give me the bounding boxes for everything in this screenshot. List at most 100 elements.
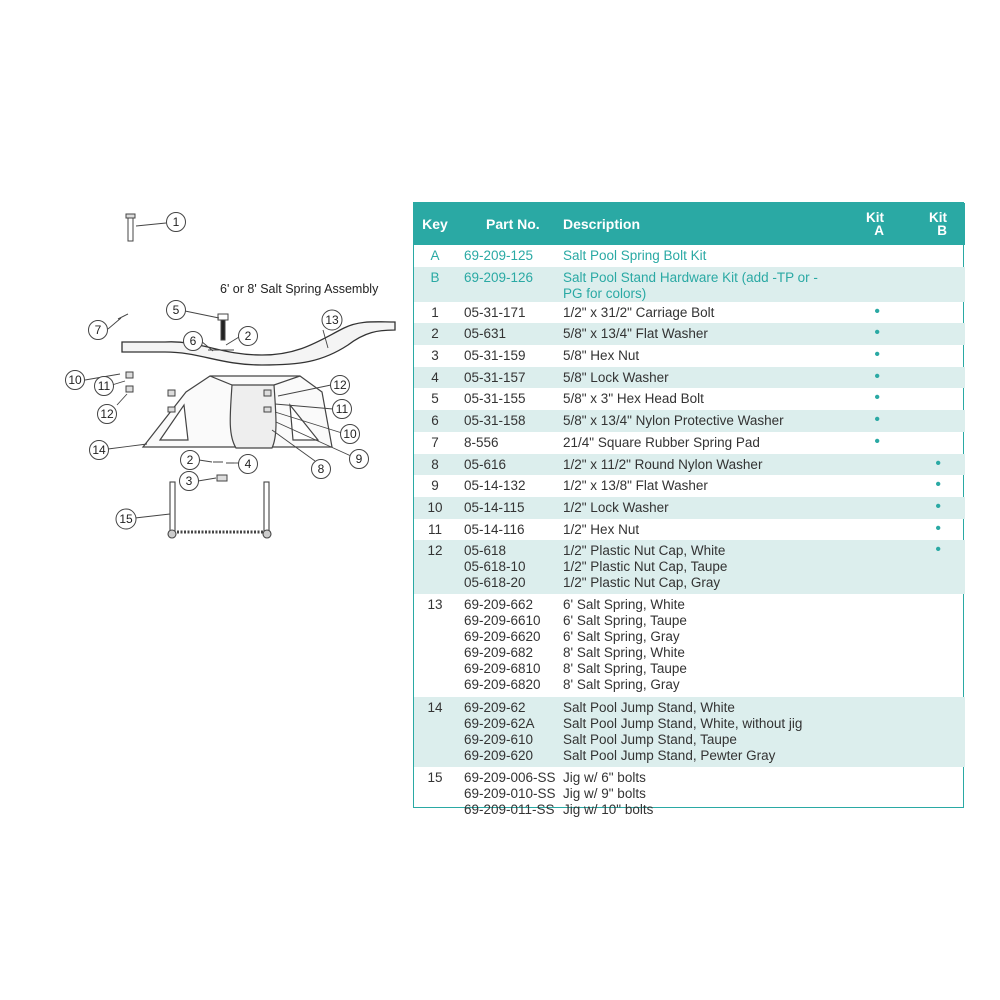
kit-a-indicator (826, 475, 886, 497)
description-line: 5/8" Lock Washer (563, 369, 669, 385)
part-number: 69-209-125 (464, 248, 534, 263)
svg-text:7: 7 (95, 323, 102, 337)
kit-a-indicator (826, 594, 886, 697)
callout-15 (115, 508, 137, 530)
row-key: 3 (431, 348, 439, 364)
svg-text:13: 13 (325, 313, 339, 327)
description-line: 1/2" Hex Nut (563, 521, 640, 537)
part-number: 8-556 (464, 434, 499, 450)
row-key: 12 (414, 540, 456, 595)
callout-10b (340, 424, 360, 444)
row-description: 1/2" x 13/8" Flat Washer (563, 475, 826, 497)
row-part-numbers: 05-631 (456, 323, 563, 346)
svg-text:11: 11 (336, 402, 349, 416)
spring-bolt-stack (117, 313, 234, 351)
description-line: Salt Pool Jump Stand, White (563, 700, 735, 716)
svg-text:5: 5 (173, 303, 180, 317)
kit-a-indicator: • (826, 410, 886, 432)
kit-b-indicator (886, 388, 965, 410)
part-number: 05-14-132 (464, 478, 526, 494)
row-part-numbers: 69-209-126 (456, 266, 563, 302)
kit-b-indicator (886, 323, 965, 346)
callout-6 (183, 331, 203, 351)
row-description: 5/8" x 13/4" Nylon Protective Washer (563, 410, 826, 432)
kit-a-indicator (826, 540, 886, 595)
description-line: Salt Pool Jump Stand, Taupe (563, 732, 737, 748)
description-line: Salt Pool Jump Stand, Pewter Gray (563, 748, 776, 764)
row-part-numbers: 8-556 (456, 432, 563, 454)
svg-text:3: 3 (186, 474, 193, 488)
svg-text:10: 10 (68, 373, 82, 387)
row-part-numbers: 05-31-158 (456, 410, 563, 432)
kit-a-indicator: • (874, 302, 880, 320)
kit-a-indicator: • (826, 323, 886, 346)
part-number: 69-209-662 (464, 597, 534, 613)
row-description: 1/2" x 31/2" Carriage Bolt (563, 302, 826, 324)
svg-text:2: 2 (245, 329, 252, 343)
callout-12a (97, 404, 117, 424)
description-line: 5/8" Hex Nut (563, 348, 640, 364)
carriage-bolt-part (125, 213, 136, 242)
callout-14 (89, 440, 109, 460)
svg-text:6: 6 (190, 334, 197, 348)
salt-spring-board (121, 321, 396, 366)
header-description: Description (563, 203, 826, 245)
row-description: 5/8" Hex Nut (563, 345, 826, 367)
description-line: 8' Salt Spring, Gray (563, 677, 680, 693)
kit-b-indicator (886, 266, 965, 302)
description-line: 8' Salt Spring, White (563, 645, 685, 661)
kit-b-indicator (886, 594, 965, 697)
description-line: 5/8" x 13/4" Flat Washer (563, 326, 708, 342)
row-key: 5 (431, 391, 439, 407)
description-line: Jig w/ 6" bolts (563, 770, 646, 786)
row-part-numbers: 69-209-125 (456, 245, 563, 267)
description-line: 1/2" x 11/2" Round Nylon Washer (563, 456, 763, 472)
kit-b-indicator: • (886, 453, 965, 476)
kit-b-indicator (886, 366, 965, 389)
row-description: 5/8" Lock Washer (563, 366, 826, 389)
description-line: Salt Pool Stand Hardware Kit (add -TP or… (563, 269, 818, 301)
svg-text:12: 12 (333, 378, 347, 392)
row-description: 1/2" Lock Washer (563, 496, 826, 519)
description-line: 6' Salt Spring, White (563, 597, 685, 613)
callout-8 (311, 459, 331, 479)
kit-b-indicator: • (935, 476, 941, 494)
description-line: Jig w/ 9" bolts (563, 786, 646, 802)
row-description: Salt Pool Spring Bolt Kit (563, 245, 826, 267)
kit-a-indicator (826, 697, 886, 768)
svg-text:8: 8 (318, 462, 325, 476)
kit-a-indicator (826, 519, 886, 541)
part-number: 69-209-6810 (464, 661, 541, 677)
callout-11b (332, 399, 352, 419)
kit-a-indicator: • (874, 389, 880, 407)
row-key: A (430, 248, 440, 263)
row-description: 1/2" Hex Nut (563, 519, 826, 541)
header-kit-a: Kit A (826, 203, 886, 245)
part-number: 05-618 (464, 543, 507, 559)
description-line: 1/2" x 31/2" Carriage Bolt (563, 304, 715, 320)
row-key: B (414, 266, 456, 302)
part-number: 69-209-126 (464, 269, 534, 285)
part-number: 05-616 (464, 456, 507, 472)
header-key: Key (414, 203, 456, 245)
svg-text:2: 2 (187, 453, 194, 467)
kit-a-indicator: • (826, 366, 886, 389)
part-number: 69-209-6820 (464, 677, 541, 693)
kit-b-indicator (886, 767, 965, 823)
row-part-numbers: 05-14-115 (456, 496, 563, 519)
row-key: 10 (414, 496, 456, 519)
kit-a-indicator (826, 266, 886, 302)
description-line: 5/8" x 3" Hex Head Bolt (563, 391, 704, 407)
header-part-no: Part No. (456, 203, 563, 245)
